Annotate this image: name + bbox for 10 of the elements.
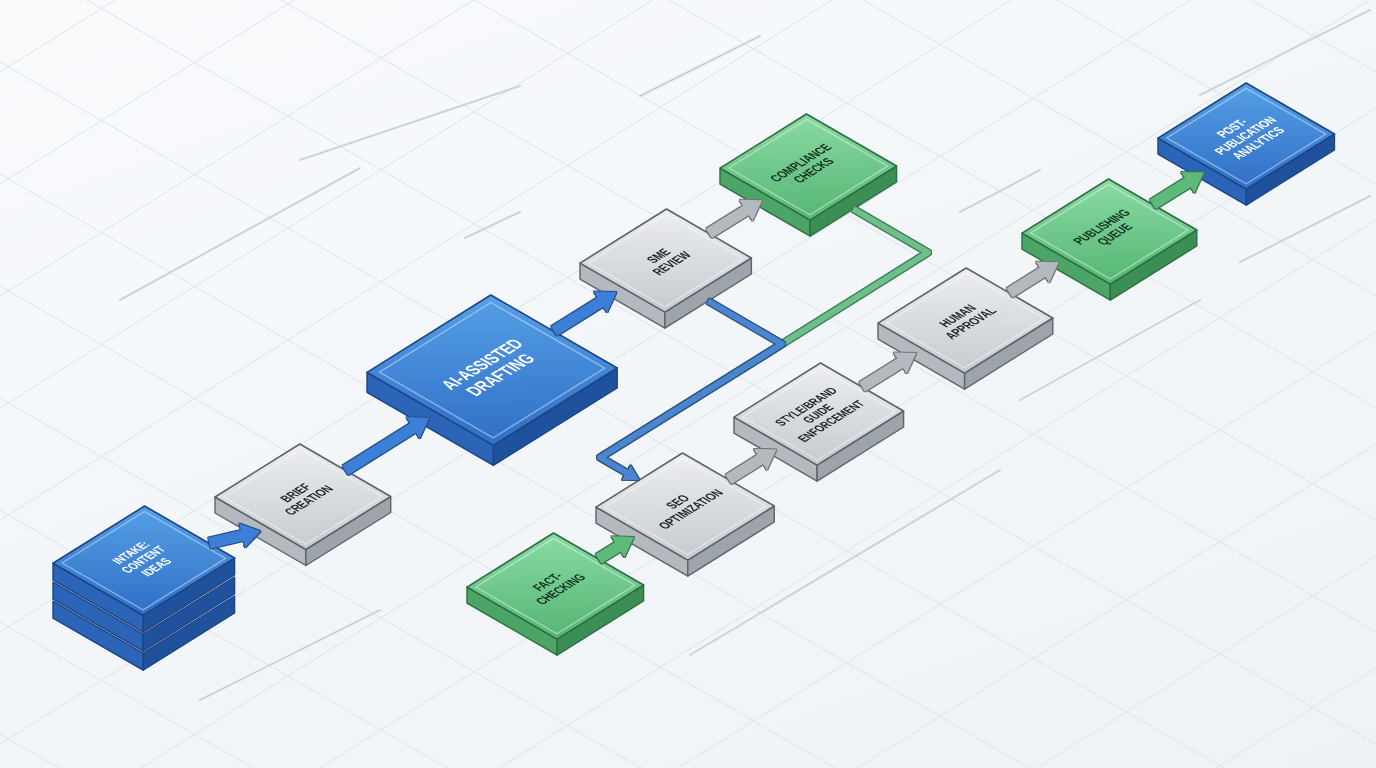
- process-block: [717, 110, 900, 239]
- process-block: [577, 205, 755, 331]
- process-block: [364, 291, 621, 468]
- process-block: [1155, 79, 1338, 208]
- process-block: [212, 441, 394, 569]
- block-arrow: [208, 525, 262, 549]
- stacked-block: [50, 502, 238, 673]
- process-block: [464, 529, 647, 658]
- process-block: [1019, 175, 1200, 303]
- process-block: [593, 449, 778, 579]
